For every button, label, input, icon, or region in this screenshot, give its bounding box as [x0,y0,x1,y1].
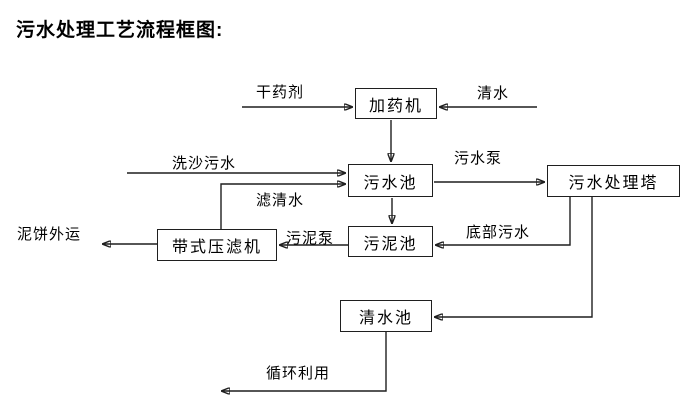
page-title: 污水处理工艺流程框图: [16,20,224,41]
label-filtered-water: 滤清水 [256,192,305,209]
node-clean-water-pool: 清水池 [340,300,432,332]
arrow-bottom-sewage [436,197,571,245]
label-bottom-sewage: 底部污水 [466,224,531,241]
label-sludge-pump: 污泥泵 [286,230,335,247]
node-dosing-machine: 加药机 [355,88,437,119]
node-belt-filter-press: 带式压滤机 [157,229,277,261]
node-sewage-pool: 污水池 [348,164,433,197]
label-sewage-pump: 污水泵 [454,150,503,167]
node-treatment-tower: 污水处理塔 [547,165,680,197]
arrow-tower-to-clean-water-pool [435,197,593,317]
arrow-filtered-water-return [220,184,345,229]
label-mud-cake-out: 泥饼外运 [17,226,82,243]
label-sand-washing-sewage: 洗沙污水 [172,155,237,172]
node-sludge-pool: 污泥池 [348,226,433,257]
label-recycle-use: 循环利用 [266,365,331,382]
label-dry-agent: 干药剂 [256,84,305,101]
label-clean-water: 清水 [477,85,510,102]
arrow-recycle-use [222,332,387,391]
